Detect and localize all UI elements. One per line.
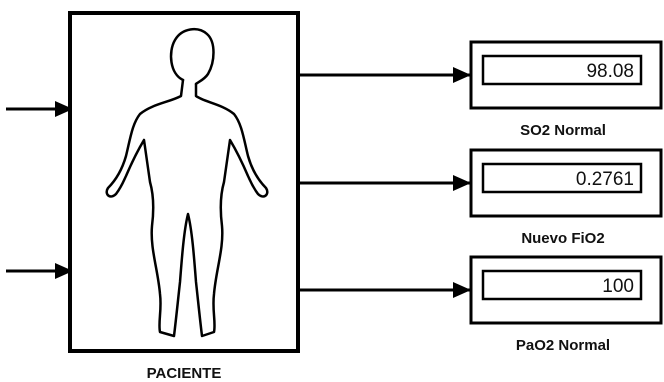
display-label: SO2 Normal [520, 122, 606, 139]
patient-block[interactable]: PACIENTE [68, 11, 300, 382]
display-value: 100 [602, 276, 634, 297]
display-fio2[interactable]: 0.2761 [469, 148, 663, 218]
display-so2[interactable]: 98.08 [469, 40, 663, 110]
display-label: PaO2 Normal [516, 337, 610, 354]
display-readout-box [481, 269, 643, 301]
display-value: 98.08 [586, 61, 634, 82]
display-label: Nuevo FiO2 [521, 230, 604, 247]
patient-block-label: PACIENTE [147, 365, 222, 382]
display-pao2[interactable]: 100 [469, 255, 663, 325]
display-value: 0.2761 [576, 169, 634, 190]
display-readout-box [481, 162, 643, 194]
display-readout-box [481, 54, 643, 86]
human-silhouette-icon [105, 27, 269, 338]
